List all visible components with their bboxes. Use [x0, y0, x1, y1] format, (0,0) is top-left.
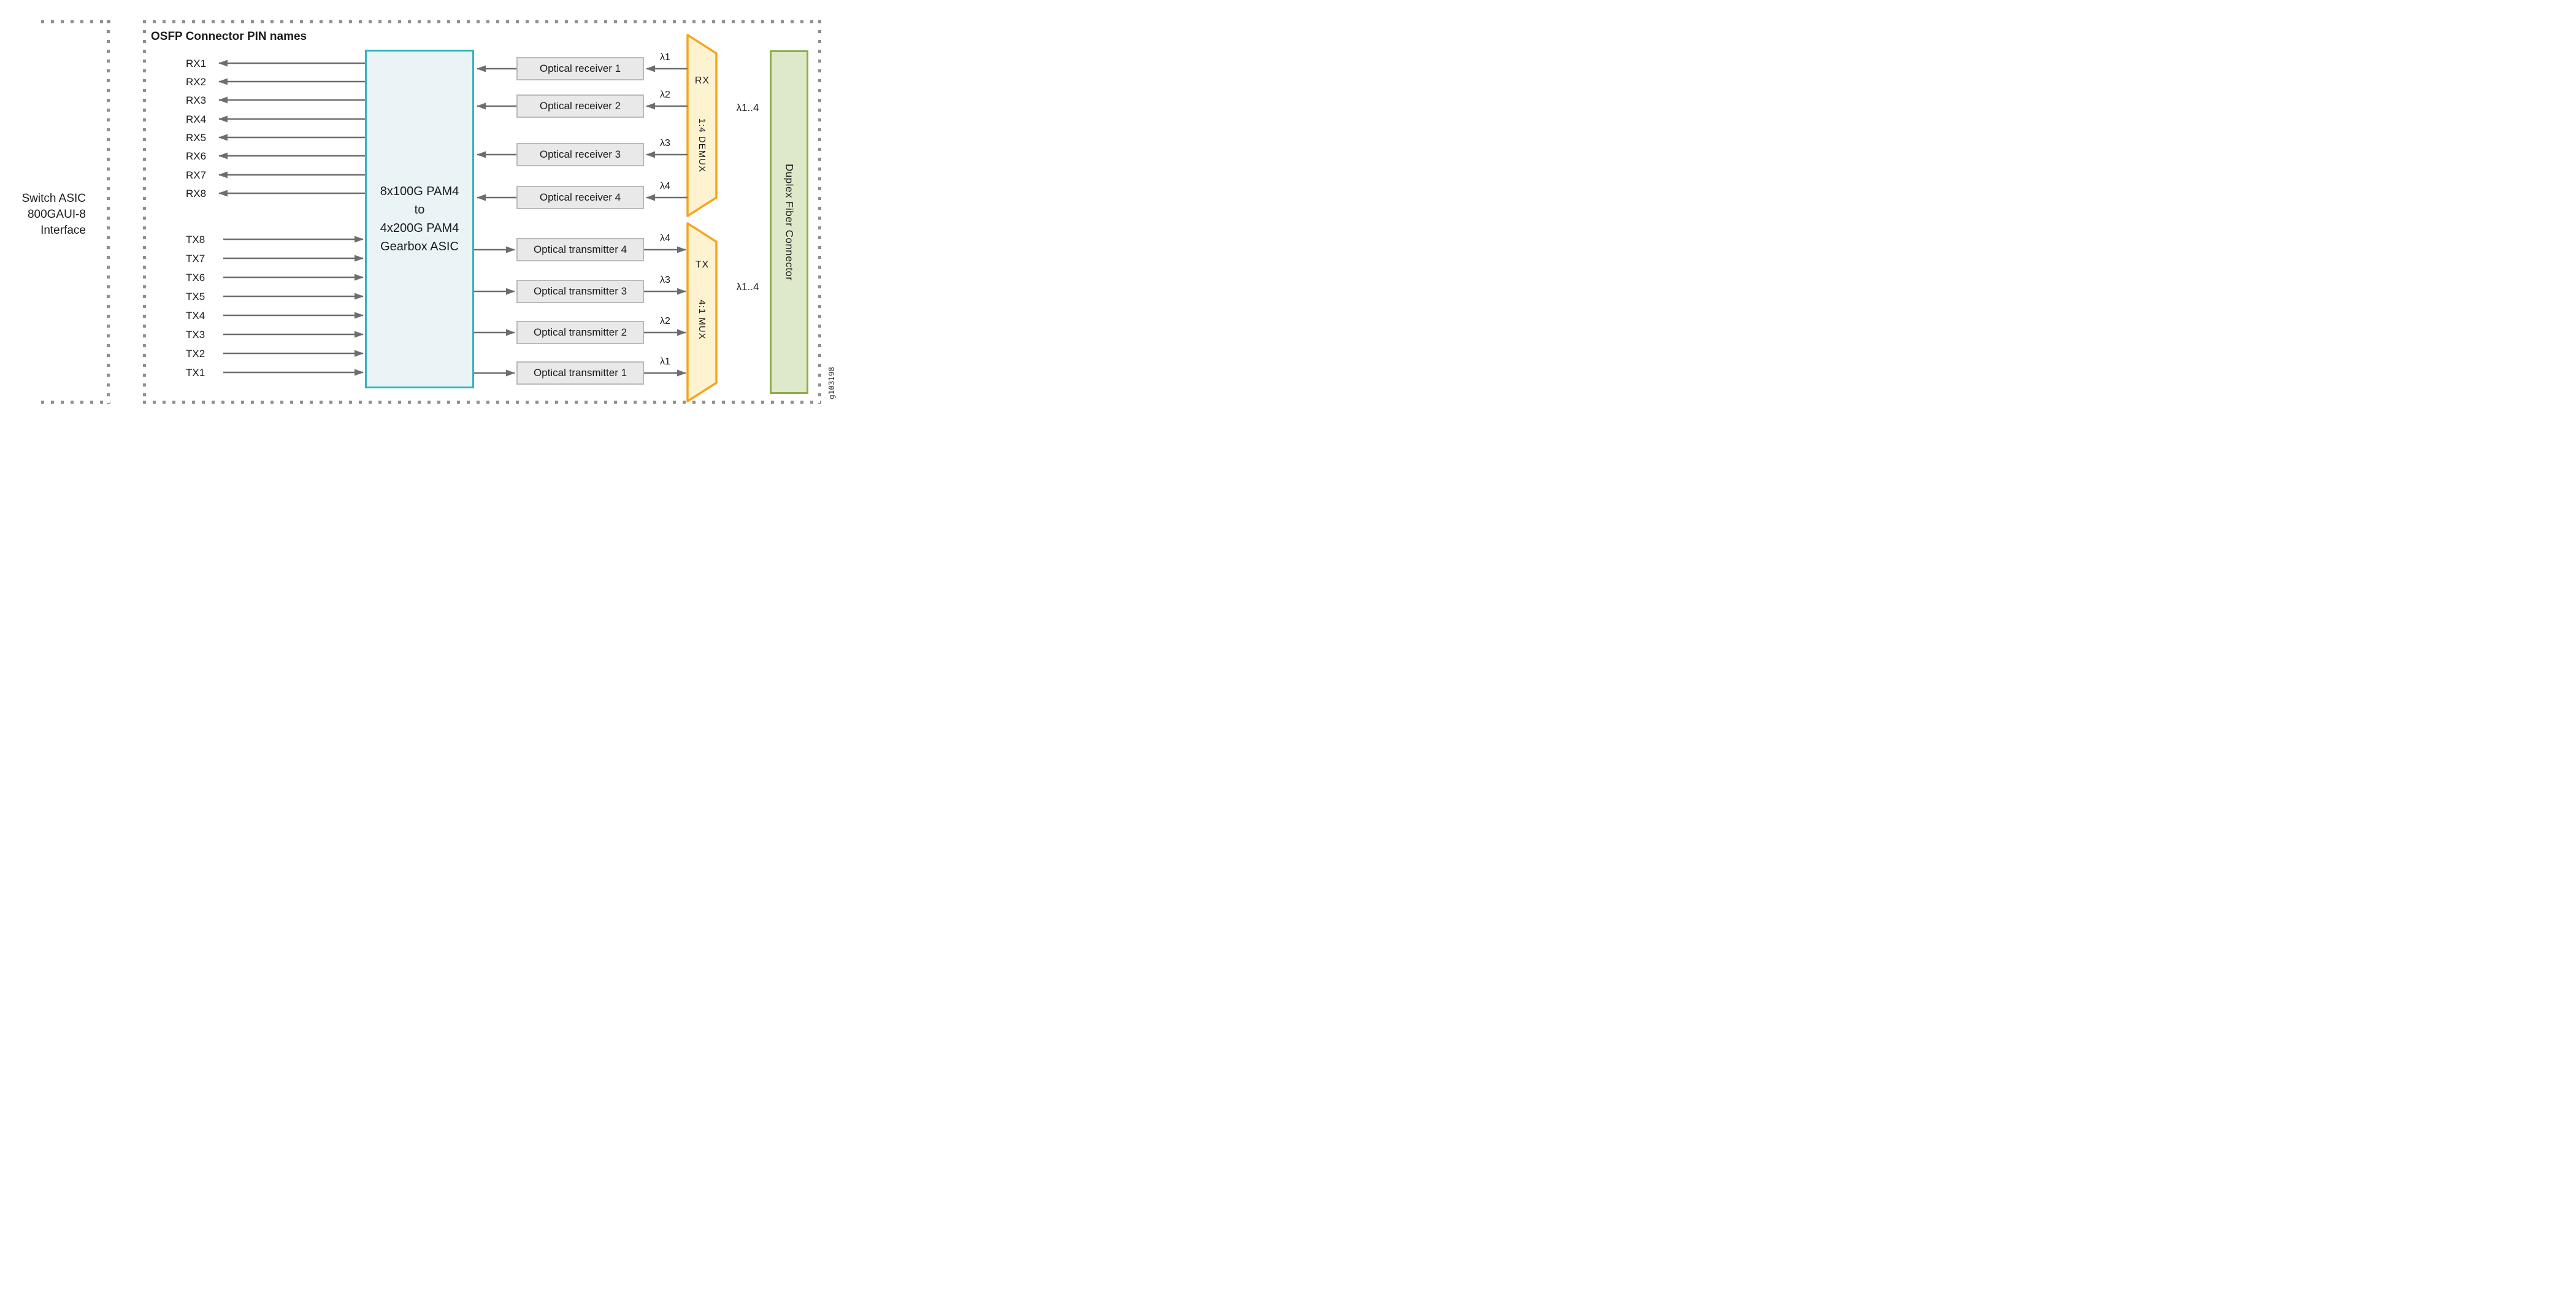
transmitter-to-mux-arrows: [644, 246, 686, 377]
tx-lambda-range: λ1..4: [736, 281, 759, 293]
switch-asic-line3: Interface: [40, 224, 86, 237]
page-title: OSFP Connector PIN names: [151, 30, 307, 43]
gearbox-line2: to: [414, 203, 425, 217]
optical-receiver-1: Optical receiver 1: [516, 57, 644, 80]
osfp-boundary-right: [818, 20, 821, 404]
switch-asic-label: Switch ASIC 800GAUI-8 Interface: [0, 191, 86, 239]
optical-transmitter-3: Optical transmitter 3: [516, 280, 644, 303]
rx-lambda-1: λ1: [660, 52, 670, 63]
pin-rx8: RX8: [186, 188, 207, 199]
rx-demux-label: 1:4 DEMUX: [697, 118, 707, 173]
rx-lambda-range: λ1..4: [736, 102, 759, 114]
pin-tx5: TX5: [186, 291, 205, 302]
switch-asic-line1: Switch ASIC: [21, 192, 86, 205]
duplex-fiber-connector-label: Duplex Fiber Connector: [783, 163, 795, 281]
osfp-boundary-bottom: [143, 401, 821, 404]
pin-tx2: TX2: [186, 348, 205, 360]
tx-mux-shape: [686, 222, 718, 402]
tx-lambda-3: λ3: [660, 275, 670, 285]
optical-receiver-2: Optical receiver 2: [516, 94, 644, 118]
pin-tx8: TX8: [186, 234, 205, 245]
tx-lambda-4: λ4: [660, 233, 670, 244]
osfp-boundary-top: [143, 20, 821, 23]
optical-receiver-4: Optical receiver 4: [516, 186, 644, 209]
connection-lines: [218, 34, 718, 402]
pin-tx7: TX7: [186, 253, 205, 264]
pin-rx7: RX7: [186, 169, 207, 181]
duplex-fiber-connector: Duplex Fiber Connector: [770, 50, 808, 394]
gearbox-line4: Gearbox ASIC: [380, 240, 459, 253]
figure-id: g103198: [827, 367, 836, 399]
osfp-boundary-left: [143, 20, 146, 404]
tx-lambda-2: λ2: [660, 316, 670, 326]
pin-rx6: RX6: [186, 150, 207, 162]
switch-asic-line2: 800GAUI-8: [27, 208, 86, 221]
pin-tx3: TX3: [186, 329, 205, 341]
pin-rx5: RX5: [186, 132, 207, 144]
demux-to-receiver-arrows: [646, 65, 688, 201]
tx-lambda-1: λ1: [660, 356, 670, 367]
rx-pin-arrows: [218, 60, 365, 197]
switch-boundary-right: [107, 20, 110, 404]
pin-tx6: TX6: [186, 272, 205, 283]
rx-demux-direction: RX: [694, 75, 710, 86]
gearbox-to-transmitter-arrows: [474, 246, 515, 377]
pin-rx4: RX4: [186, 114, 207, 125]
tx-mux-direction: TX: [695, 260, 710, 270]
rx-lambda-2: λ2: [660, 90, 670, 100]
optical-transmitter-2: Optical transmitter 2: [516, 321, 644, 344]
switch-boundary-top: [41, 20, 110, 23]
pin-rx3: RX3: [186, 94, 207, 106]
rx-lambda-4: λ4: [660, 181, 670, 191]
gearbox-asic: 8x100G PAM4 to 4x200G PAM4 Gearbox ASIC: [365, 50, 474, 388]
tx-pin-arrows: [223, 236, 364, 376]
receiver-to-gearbox-arrows: [477, 65, 516, 201]
rx-lambda-3: λ3: [660, 138, 670, 148]
gearbox-line3: 4x200G PAM4: [380, 221, 459, 235]
rx-demux-shape: [686, 34, 718, 217]
pin-tx1: TX1: [186, 367, 205, 379]
optical-transmitter-1: Optical transmitter 1: [516, 361, 644, 385]
optical-transmitter-4: Optical transmitter 4: [516, 238, 644, 261]
pin-rx2: RX2: [186, 76, 207, 88]
osfp-gearbox-diagram: OSFP Connector PIN names Switch ASIC 800…: [0, 0, 859, 433]
optical-receiver-3: Optical receiver 3: [516, 143, 644, 166]
pin-tx4: TX4: [186, 310, 205, 321]
tx-mux-label: 4:1 MUX: [697, 299, 707, 340]
switch-boundary-bottom: [41, 401, 110, 404]
pin-rx1: RX1: [186, 58, 207, 69]
gearbox-line1: 8x100G PAM4: [380, 185, 459, 198]
